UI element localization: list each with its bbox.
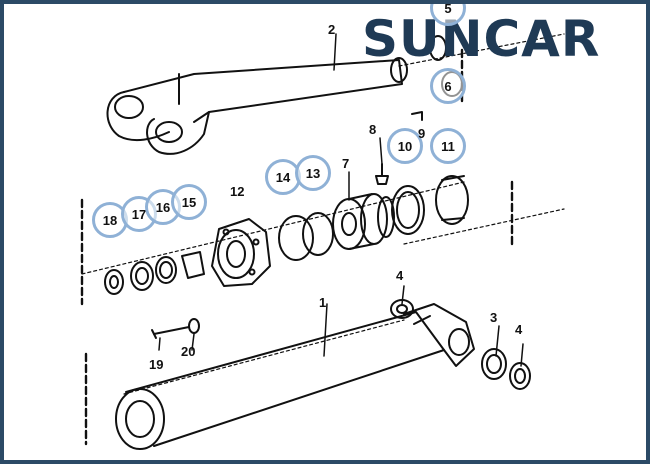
callout-13: 13 [295,155,331,191]
label-8: 8 [369,122,377,137]
piston-part [332,193,395,250]
callout-15: 15 [171,184,207,220]
label-19: 19 [149,357,164,372]
label-3: 3 [490,310,498,325]
callout-6: 6 [430,68,466,104]
callout-10: 10 [387,128,423,164]
label-12: 12 [230,184,245,199]
callout-11: 11 [430,128,466,164]
label-1: 1 [319,295,327,310]
cylinder-exploded-view [80,33,565,450]
label-7: 7 [342,156,350,171]
seal-stack [104,251,205,295]
label-2: 2 [328,22,336,37]
label-20: 20 [181,344,196,359]
callout-5: 5 [430,4,466,26]
cylinder-head-part [211,218,271,287]
label-4-right: 4 [515,322,523,337]
cylinder-barrel-part [115,303,475,450]
brand-logo: SUNCAR [362,10,601,68]
bolt-and-washer [151,318,200,339]
label-9: 9 [418,126,426,141]
label-4-top: 4 [396,268,404,283]
piston-rod-part [106,57,408,155]
